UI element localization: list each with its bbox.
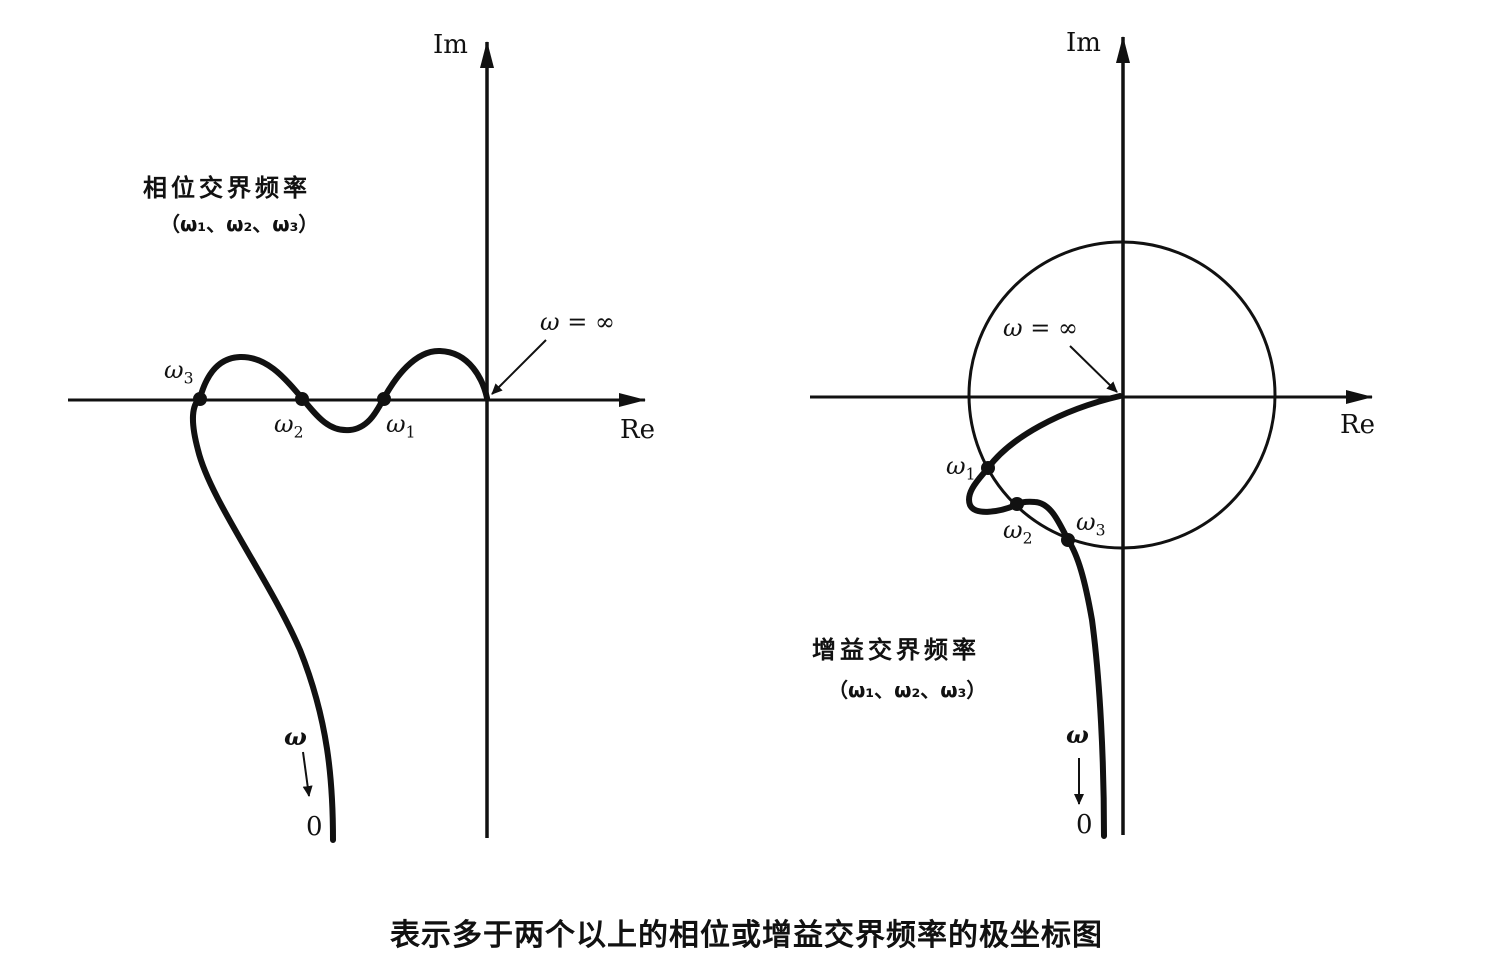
left-omega-label: ω bbox=[284, 722, 307, 751]
right-polar-plot bbox=[810, 36, 1373, 839]
left-polar-plot bbox=[68, 41, 646, 843]
right-point-w3 bbox=[1061, 533, 1075, 547]
right-im-label: Im bbox=[1066, 28, 1101, 58]
right-subtitle: （ω₁、ω₂、ω₃） bbox=[828, 678, 987, 702]
right-label-w1: ω1 bbox=[946, 452, 976, 484]
right-label-w3: ω3 bbox=[1076, 508, 1106, 540]
right-point-w2 bbox=[1010, 497, 1024, 511]
right-w-inf-arrow bbox=[1069, 345, 1118, 393]
right-w-inf-label: ω = ∞ bbox=[1003, 314, 1078, 342]
right-nyquist-curve bbox=[966, 393, 1123, 839]
left-omega-direction-arrow bbox=[302, 751, 313, 797]
left-im-label: Im bbox=[433, 30, 468, 60]
left-label-w1: ω1 bbox=[386, 410, 416, 442]
left-point-w2 bbox=[295, 392, 309, 406]
right-point-w1 bbox=[981, 461, 995, 475]
left-label-w2: ω2 bbox=[274, 410, 304, 442]
left-point-w1 bbox=[377, 392, 391, 406]
left-nyquist-curve bbox=[190, 347, 490, 843]
figure-caption: 表示多于两个以上的相位或增益交界频率的极坐标图 bbox=[390, 918, 1103, 953]
left-w-inf-arrow bbox=[491, 339, 547, 395]
right-re-label: Re bbox=[1340, 410, 1375, 440]
left-title: 相位交界频率 bbox=[143, 174, 311, 202]
left-subtitle: （ω₁、ω₂、ω₃） bbox=[160, 212, 319, 236]
left-zero-label: 0 bbox=[306, 812, 323, 842]
right-omega-label: ω bbox=[1066, 720, 1089, 749]
right-title: 增益交界频率 bbox=[812, 636, 980, 664]
right-label-w2: ω2 bbox=[1003, 516, 1033, 548]
left-point-w3 bbox=[193, 392, 207, 406]
left-label-w3: ω3 bbox=[164, 356, 194, 388]
right-zero-label: 0 bbox=[1076, 810, 1093, 840]
left-re-label: Re bbox=[620, 415, 655, 445]
left-w-inf-label: ω = ∞ bbox=[540, 308, 615, 336]
